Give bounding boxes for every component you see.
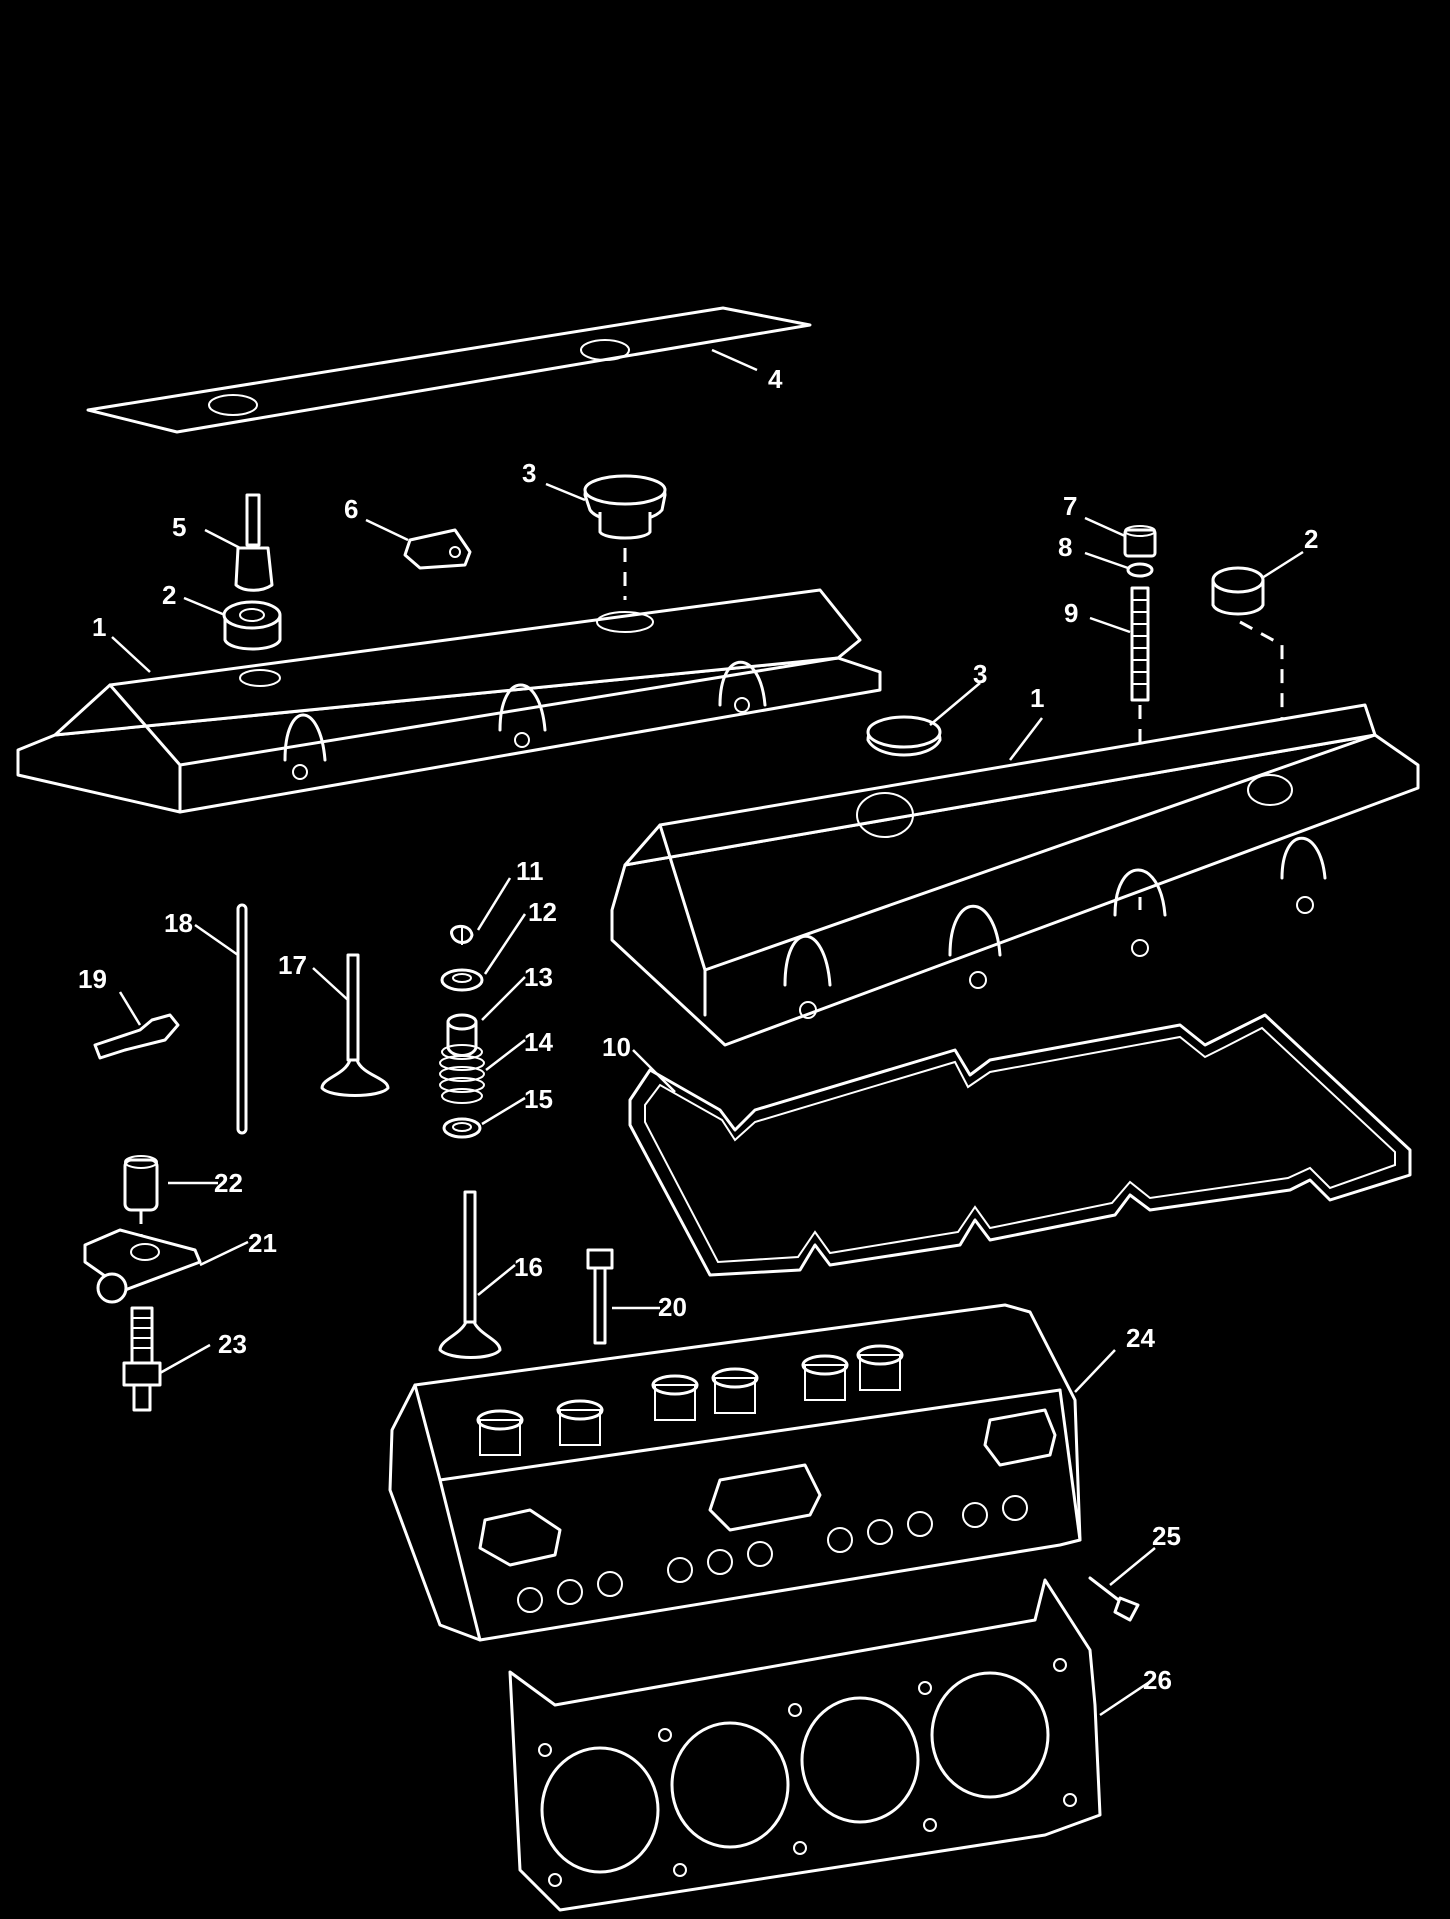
part-7-nut xyxy=(1123,525,1157,558)
callout-8: 8 xyxy=(1058,532,1072,562)
callout-11: 11 xyxy=(516,856,544,886)
callout-4: 4 xyxy=(768,364,783,394)
part-22-rocker-ball xyxy=(123,1155,159,1212)
callout-3-upper: 3 xyxy=(522,458,536,488)
callout-7: 7 xyxy=(1063,491,1077,521)
callout-18: 18 xyxy=(164,908,193,938)
callout-16: 16 xyxy=(514,1252,543,1282)
part-14-valve-spring xyxy=(439,1044,485,1104)
part-23-rocker-stud xyxy=(122,1306,162,1412)
callout-13: 13 xyxy=(524,962,553,992)
part-2-grommet-right xyxy=(1211,566,1265,616)
callout-12: 12 xyxy=(528,897,557,927)
part-4-strip-gasket xyxy=(86,306,812,434)
leader-lines xyxy=(111,348,1304,1717)
part-5-pcv-valve xyxy=(234,493,274,592)
part-16-valve xyxy=(438,1190,502,1359)
part-10-rocker-cover-gasket xyxy=(628,1013,1412,1277)
part-2-grommet-left xyxy=(222,600,282,651)
part-1-valve-cover-right xyxy=(610,703,1420,1047)
callout-9: 9 xyxy=(1064,598,1078,628)
part-24-cylinder-head xyxy=(388,1303,1082,1642)
part-6-clip xyxy=(403,528,472,570)
part-20-bolt xyxy=(586,1248,614,1345)
callout-10: 10 xyxy=(602,1032,631,1062)
part-25-head-bolt xyxy=(1088,1576,1140,1622)
callout-21: 21 xyxy=(248,1228,277,1258)
part-8-washer xyxy=(1126,562,1154,578)
part-21-rocker-arm xyxy=(83,1228,202,1304)
part-3-oil-cap-upper xyxy=(583,474,667,540)
callout-2-left: 2 xyxy=(162,580,176,610)
callout-26: 26 xyxy=(1143,1665,1172,1695)
callout-22: 22 xyxy=(214,1168,243,1198)
callout-24: 24 xyxy=(1126,1323,1155,1353)
callout-25: 25 xyxy=(1152,1521,1181,1551)
part-19-guide xyxy=(93,1013,180,1060)
callout-3-lower: 3 xyxy=(973,659,987,689)
callout-20: 20 xyxy=(658,1292,687,1322)
callout-15: 15 xyxy=(524,1084,553,1114)
callout-19: 19 xyxy=(78,964,107,994)
part-1-valve-cover-left xyxy=(16,588,882,814)
part-18-pushrod xyxy=(236,903,248,1135)
part-9-stud xyxy=(1130,586,1150,702)
callout-1-left: 1 xyxy=(92,612,106,642)
callout-6: 6 xyxy=(344,494,358,524)
part-26-head-gasket xyxy=(508,1578,1102,1912)
callout-labels: 1 1 2 2 3 3 4 5 6 7 8 9 10 11 12 13 14 1… xyxy=(78,364,1318,1695)
part-13-seal xyxy=(446,1013,478,1057)
callout-23: 23 xyxy=(218,1329,247,1359)
callout-17: 17 xyxy=(278,950,307,980)
callout-14: 14 xyxy=(524,1027,553,1057)
part-3-oil-cap-lower xyxy=(866,715,942,757)
part-11-valve-keepers xyxy=(450,924,474,945)
callout-1-right: 1 xyxy=(1030,683,1044,713)
callout-2-right: 2 xyxy=(1304,524,1318,554)
part-15-shim xyxy=(442,1117,482,1139)
part-17-valve xyxy=(320,953,390,1097)
part-12-valve-retainer xyxy=(440,968,484,992)
callout-5: 5 xyxy=(172,512,186,542)
